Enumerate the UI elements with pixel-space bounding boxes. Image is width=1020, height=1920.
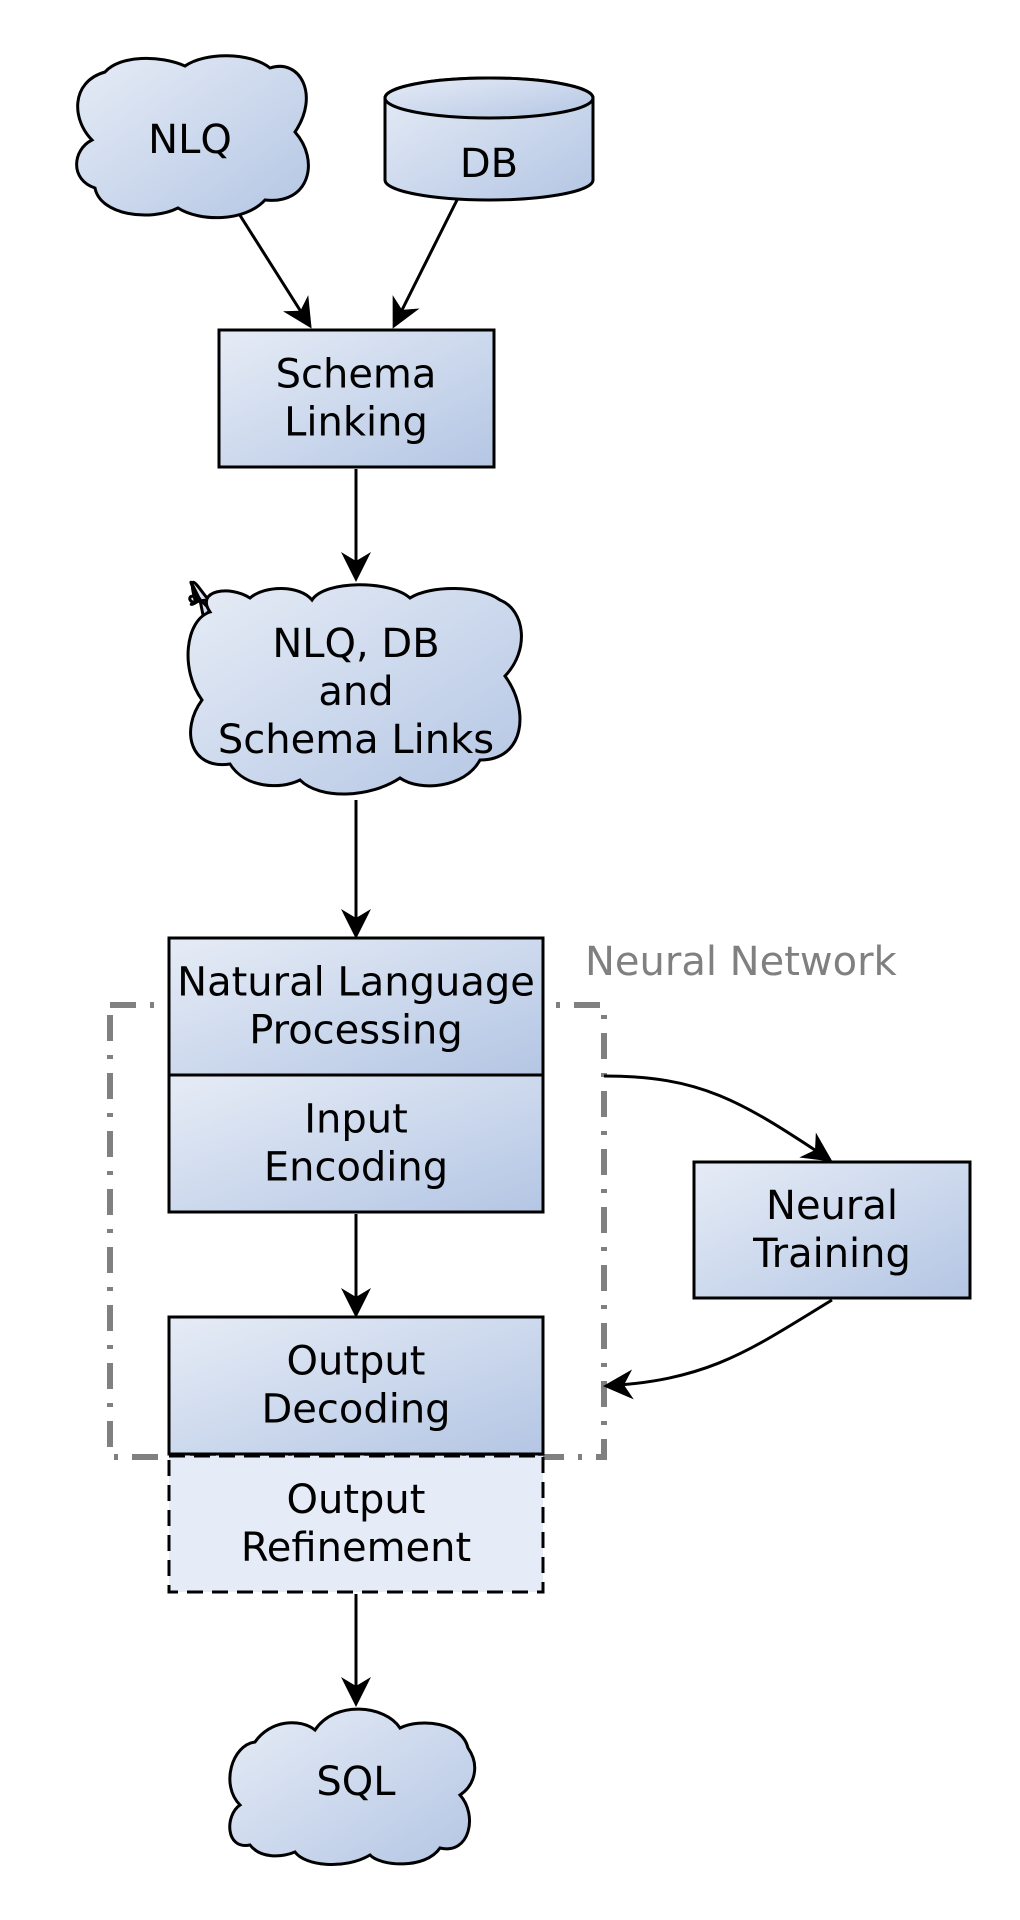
input-encoding-line-2: Encoding	[264, 1145, 448, 1191]
nlp-line-2: Processing	[249, 1008, 463, 1054]
neural-training-line-2: Training	[752, 1231, 911, 1277]
nlq-label: NLQ	[148, 117, 232, 163]
db-line-1: DB	[460, 141, 518, 187]
sql-label: SQL	[316, 1759, 396, 1805]
schema-links-line-3: Schema Links	[218, 717, 494, 763]
edges	[234, 199, 833, 1707]
input-encoding-rect	[167, 1073, 545, 1214]
schema-linking-line-2: Linking	[284, 400, 428, 446]
output-refinement-line-1: Output	[287, 1477, 426, 1523]
nlq-cloud-shape	[75, 54, 310, 220]
db-database: DB	[383, 76, 595, 202]
schema-links-line-1: NLQ, DB	[272, 621, 439, 667]
edge-training-to-network	[603, 1298, 833, 1400]
sql-line-1: SQL	[316, 1759, 396, 1805]
output-decoding-line-2: Decoding	[261, 1387, 450, 1433]
edge-db-to-schema-linking	[392, 199, 459, 329]
edge-network-to-training	[603, 1074, 833, 1162]
neural-training-rect	[692, 1160, 972, 1300]
sql-cloud: SQL	[228, 1707, 477, 1866]
db-label: DB	[460, 141, 518, 187]
nlq-cloud: NLQ	[75, 54, 310, 220]
sql-cloud-shape	[228, 1707, 477, 1866]
output-decoding-line-1: Output	[287, 1339, 426, 1385]
nlp-rect	[167, 936, 545, 1077]
output-refinement-rect	[167, 1454, 545, 1594]
schema-links-line-2: and	[318, 669, 393, 715]
neural-network-group-label: Neural Network	[585, 939, 898, 985]
nlq-line-1: NLQ	[148, 117, 232, 163]
nlp-line-1: Natural Language	[177, 960, 535, 1006]
schema-links-cloud-body	[186, 583, 523, 796]
output-refinement-line-2: Refinement	[241, 1525, 471, 1571]
output-decoding-rect	[167, 1315, 545, 1456]
schema-linking-line-1: Schema	[276, 352, 437, 398]
schema-linking-rect	[217, 328, 496, 469]
db-cylinder-top	[383, 76, 595, 120]
neural-training-line-1: Neural	[766, 1183, 898, 1229]
edge-nlq-to-schema-linking	[234, 208, 312, 329]
input-encoding-line-1: Input	[304, 1097, 408, 1143]
